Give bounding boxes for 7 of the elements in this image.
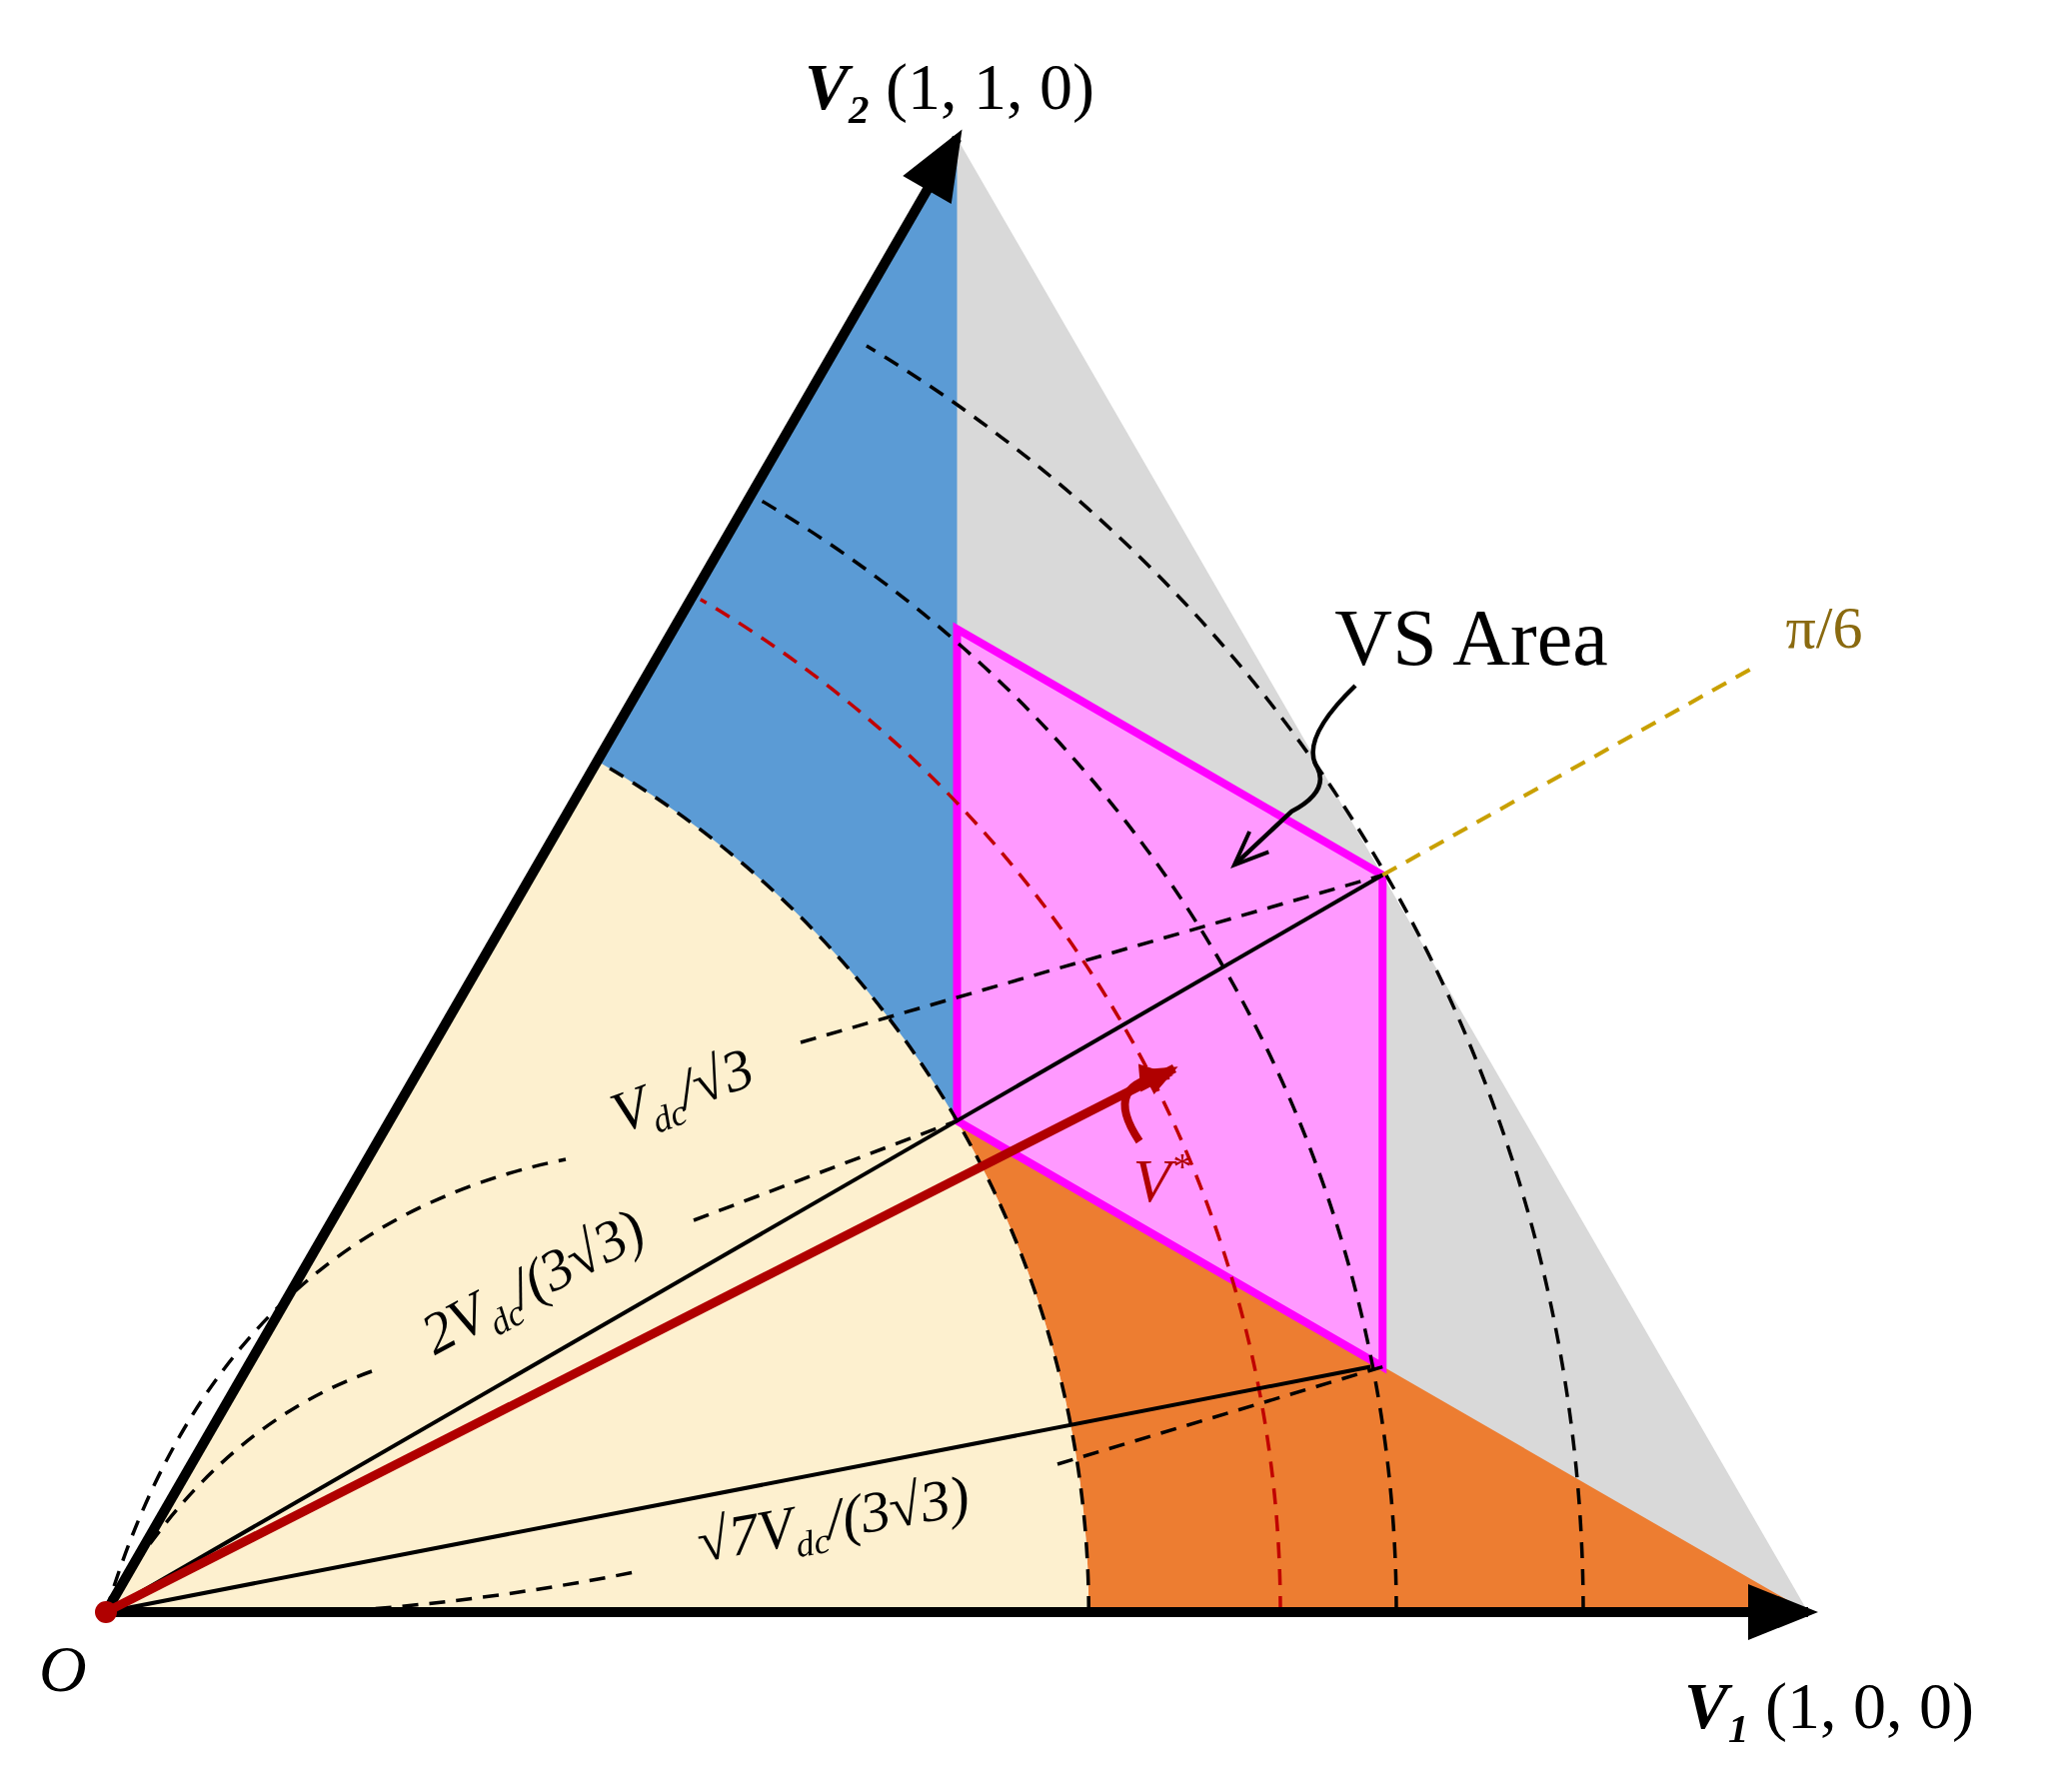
origin-label: O (39, 1636, 87, 1702)
axis-label: V$_{1}$ (1, 0, 0) (1684, 1672, 1974, 1750)
axis-label: V$_{2}$ (1, 1, 0) (805, 53, 1094, 131)
leader-line (1231, 684, 1357, 868)
vector-label: V$^{*}$ (1132, 1147, 1190, 1211)
angle-label: π/6 (1785, 598, 1863, 658)
area-label: VS Area (1334, 598, 1608, 678)
